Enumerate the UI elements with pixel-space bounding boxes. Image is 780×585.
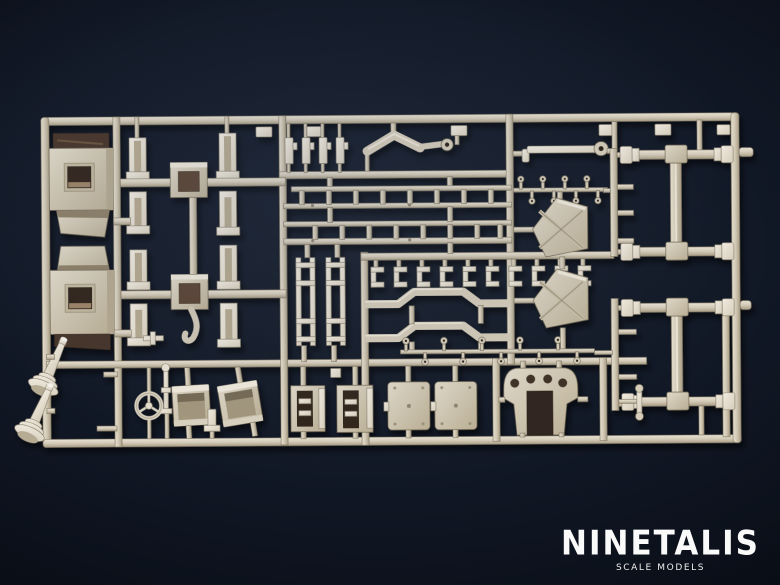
hatch-panel-part-2	[430, 365, 478, 438]
axle-assembly-part-2	[617, 297, 736, 436]
seat-bracket-part	[203, 408, 221, 439]
watermark: NINETALIS SCALE MODELS	[561, 524, 760, 573]
storage-box-lower-part	[49, 245, 115, 351]
tie-rod-part	[512, 141, 613, 163]
seat-part-1	[171, 367, 212, 440]
pin-part	[618, 384, 644, 421]
gusset-plate-part-2	[513, 268, 589, 350]
wishbone-arm-part	[362, 122, 460, 172]
steering-wheel-part	[134, 367, 164, 440]
running-board-frame	[283, 176, 513, 254]
vertical-ladder-part-1	[295, 244, 316, 362]
bracket-runner-1	[603, 121, 635, 257]
storage-box-upper-part	[48, 132, 114, 238]
vertical-ladder-part-2	[325, 244, 346, 362]
horn-gates	[46, 354, 118, 432]
channel-box-part-2	[336, 365, 374, 439]
gate-tabs	[255, 123, 731, 138]
sprue-frame	[40, 112, 754, 448]
air-horn-part-2	[14, 383, 54, 444]
connector-rod-part	[189, 197, 198, 275]
mount-bracket-part	[498, 360, 589, 438]
clip-parts-row	[284, 123, 349, 174]
hatch-panel-part-1	[383, 365, 431, 439]
cross-member-assembly-upper	[113, 115, 286, 236]
small-bracket-part	[143, 331, 164, 346]
cross-bar-part-2	[365, 305, 511, 353]
gear-lever-part	[160, 363, 173, 439]
cross-member-assembly-lower	[114, 244, 287, 348]
gusset-plate-part-1	[513, 191, 589, 270]
channel-box-part-1	[290, 366, 341, 439]
axle-assembly-part-1	[616, 119, 735, 261]
watermark-tagline: SCALE MODELS	[615, 563, 706, 573]
pipe-hook-part	[181, 306, 200, 344]
clamp-row	[370, 258, 592, 288]
cross-bar-part-1	[365, 287, 511, 309]
bracket-runner-2	[594, 298, 638, 411]
eyelet-row-2	[400, 336, 595, 366]
watermark-brand: NINETALIS	[561, 524, 760, 564]
seat-part-2	[216, 366, 264, 437]
